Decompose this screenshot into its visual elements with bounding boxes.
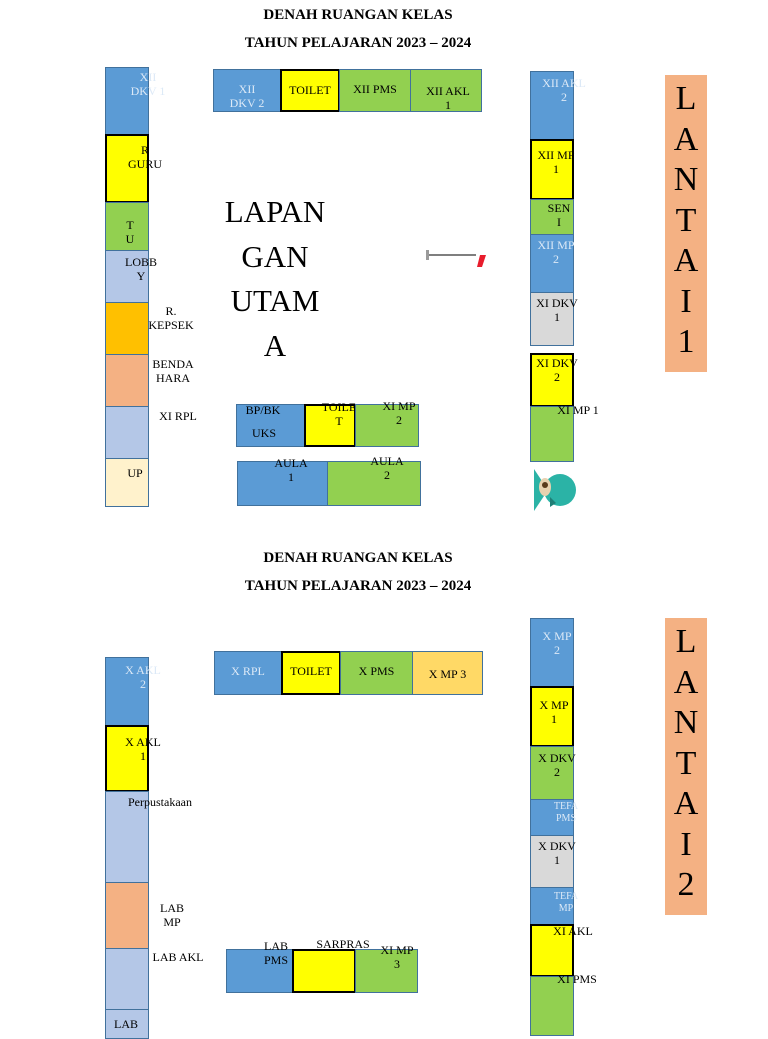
room-lab-pms — [226, 949, 294, 993]
room-xi-mp3-label: XI MP 3 — [380, 943, 414, 971]
room-bendahara-label: BENDA HARA — [152, 357, 194, 385]
room-xi-mp1 — [530, 406, 574, 462]
room-xii-mp2 — [530, 234, 574, 293]
room-x-mp2-label: X MP 2 — [542, 629, 572, 657]
room-xii-mp2-label: XII MP 2 — [537, 238, 575, 266]
room-x-akl2-label: X AKL 2 — [125, 663, 161, 691]
room-toilet-lt2-label: TOILET — [290, 664, 332, 678]
room-aula2 — [327, 461, 421, 506]
lantai-2-label: L A N T A I 2 — [665, 618, 707, 915]
room-xi-pms — [530, 976, 574, 1036]
room-toilet-2-label: TOILE T — [321, 400, 357, 428]
room-up-label: UP — [127, 466, 143, 480]
room-x-dkv1 — [530, 835, 574, 888]
room-lab-akl — [105, 948, 149, 1010]
room-x-mp2 — [530, 618, 574, 687]
room-sarpras — [292, 949, 356, 993]
room-lab-mp-label: LAB MP — [160, 901, 184, 929]
floor2-title: DENAH RUANGAN KELAS — [263, 550, 453, 566]
floor1-year: TAHUN PELAJARAN 2023 – 2024 — [244, 35, 472, 51]
room-x-rpl-label: X RPL — [231, 664, 265, 678]
fish-icon — [530, 463, 578, 517]
room-toilet-label: TOILET — [289, 83, 331, 97]
room-lab — [105, 1009, 149, 1039]
room-xi-rpl — [105, 406, 149, 459]
room-xii-dkv1-label: XII DKV 1 — [130, 70, 166, 98]
floor2-year: TAHUN PELAJARAN 2023 – 2024 — [244, 578, 472, 594]
room-x-dkv2-label: X DKV 2 — [538, 751, 576, 779]
room-x-akl1 — [105, 725, 149, 792]
room-tu-label: T U — [125, 218, 135, 246]
room-xi-akl-label: XI AKL — [553, 924, 593, 938]
room-bendahara — [105, 354, 149, 407]
room-xi-mp3 — [355, 949, 418, 993]
room-xii-akl1-label: XII AKL 1 — [426, 84, 470, 112]
room-aula2-label: AULA 2 — [370, 454, 404, 482]
room-tefa-pms-label: TEFA PMS — [553, 801, 579, 824]
room-xi-mp2 — [355, 404, 419, 447]
room-tefa-mp-label: TEFA MP — [553, 891, 579, 914]
room-x-rpl — [214, 651, 282, 695]
room-bp-bk-uks — [236, 404, 306, 447]
room-aula1 — [237, 461, 328, 506]
room-xii-pms — [339, 69, 411, 112]
room-xi-mp2-label: XI MP 2 — [382, 399, 416, 427]
room-perpustakaan-label: Perpustakaan — [128, 795, 192, 809]
room-xii-akl2 — [530, 71, 574, 140]
room-r-guru — [105, 134, 149, 203]
room-x-mp3 — [412, 651, 483, 695]
room-sarpras-label: SARPRAS — [316, 937, 370, 951]
lantai-1-label: L A N T A I 1 — [665, 75, 707, 372]
room-bp-bk-label: BP/BK — [245, 403, 281, 417]
room-xi-akl — [530, 924, 574, 977]
room-xii-dkv2 — [213, 69, 281, 112]
room-xii-akl2-label: XII AKL 2 — [542, 76, 586, 104]
room-aula1-label: AULA 1 — [274, 456, 308, 484]
room-lobby-label: LOBB Y — [124, 255, 157, 283]
room-x-dkv2 — [530, 746, 574, 800]
room-toilet-2 — [304, 404, 356, 447]
room-xii-dkv2-label: XII DKV 2 — [229, 82, 265, 110]
room-xi-rpl-label: XI RPL — [159, 409, 197, 423]
room-x-pms-label: X PMS — [358, 664, 395, 678]
room-seni — [530, 199, 574, 235]
room-lab-pms-label: LAB PMS — [263, 939, 289, 967]
room-uks-label: UKS — [251, 426, 276, 440]
room-perpustakaan — [105, 791, 149, 883]
room-seni-label: SEN I — [547, 201, 571, 229]
room-x-akl2 — [105, 657, 149, 726]
room-xi-pms-label: XI PMS — [557, 972, 597, 986]
room-lab-mp — [105, 882, 149, 949]
lapangan-utama-label: LAPAN GAN UTAM A — [224, 194, 326, 363]
room-xii-mp1 — [530, 139, 574, 200]
room-xi-dkv2-label: XI DKV 2 — [536, 356, 578, 384]
room-r-guru-label: R GURU — [127, 143, 162, 171]
room-xii-pms-label: XII PMS — [353, 82, 397, 96]
room-xi-dkv1 — [530, 292, 574, 346]
room-up — [105, 458, 149, 507]
room-x-akl1-label: X AKL 1 — [125, 735, 161, 763]
floor1-title: DENAH RUANGAN KELAS — [263, 7, 453, 23]
flagpole-icon — [426, 250, 486, 267]
room-lobby — [105, 250, 149, 303]
room-x-mp1-label: X MP 1 — [539, 698, 569, 726]
room-x-dkv1-label: X DKV 1 — [538, 839, 576, 867]
room-lab-akl-label: LAB AKL — [152, 950, 204, 964]
room-xii-akl1 — [410, 69, 482, 112]
room-lab-label: LAB — [114, 1017, 138, 1031]
room-xi-mp1-label: XI MP 1 — [557, 403, 599, 417]
room-xi-dkv1-label: XI DKV 1 — [536, 296, 578, 324]
room-xii-mp1-label: XII MP 1 — [537, 148, 575, 176]
room-r-kepsek — [105, 302, 149, 355]
room-r-kepsek-label: R. KEPSEK — [148, 304, 194, 332]
room-xii-dkv1 — [105, 67, 149, 135]
room-x-mp3-label: X MP 3 — [428, 667, 467, 681]
